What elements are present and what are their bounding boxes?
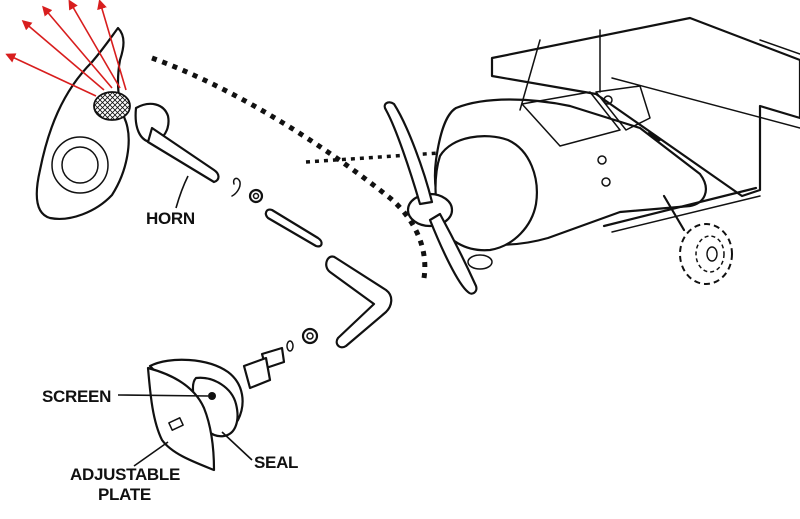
screen-leader-line: [117, 394, 209, 397]
wheel-axle: [706, 246, 718, 262]
propeller-blade-lower: [428, 212, 478, 295]
plate-label-line2: PLATE: [98, 485, 151, 504]
cabin-window-side: [595, 85, 651, 131]
plate-label-line1: ADJUSTABLE: [70, 465, 180, 484]
fuselage-rivet-2: [601, 177, 611, 187]
plate-slot: [168, 417, 184, 431]
tube-washer: [286, 340, 294, 352]
elbow-tube: [325, 255, 393, 349]
cabin-window-front: [521, 91, 621, 147]
sound-ray-4: [68, 0, 121, 89]
tube-fitting-2-bore: [306, 332, 314, 340]
seal-label: SEAL: [254, 453, 298, 472]
wheel-tire: [679, 223, 733, 285]
screen-callout: SCREEN: [42, 387, 209, 406]
airplane-illustration: [383, 16, 800, 295]
dotted-boundary-line: [151, 55, 428, 279]
sound-ray-2: [21, 20, 105, 91]
wing-trailing-edge: [611, 77, 800, 129]
pickup-plate-assembly: [146, 358, 244, 472]
wing-strut-lower: [611, 195, 761, 233]
sound-ray-3: [42, 5, 113, 89]
cowling-air-scoop: [467, 254, 493, 270]
horn-port-outer: [51, 136, 109, 194]
wing-tip-line: [759, 39, 800, 55]
sound-wave-arrows: [5, 0, 127, 97]
wheel-hub: [695, 235, 725, 273]
horn-mount-plate: [35, 26, 130, 220]
fuselage-rivet-3: [603, 95, 613, 105]
seal-callout: SEAL: [221, 431, 298, 472]
tube-clamp-1: [231, 177, 241, 197]
screen-label: SCREEN: [42, 387, 111, 406]
landing-gear-leg: [662, 194, 686, 232]
horn-callout: HORN: [146, 175, 195, 228]
horn-port-inner: [61, 146, 99, 184]
tube-fitting-2: [301, 327, 319, 345]
propeller-blade-upper: [383, 101, 434, 206]
tube-fitting-1: [248, 188, 264, 204]
reed-mesh: [93, 91, 131, 121]
plate-callout: ADJUSTABLE PLATE: [70, 441, 180, 504]
horn-tube: [146, 126, 220, 184]
tubing-assembly: [231, 177, 393, 390]
tube-fitting-1-bore: [252, 192, 260, 200]
horn-leader-line: [175, 175, 189, 209]
screen-dot: [208, 392, 216, 400]
horn-assembly: [35, 26, 220, 220]
sound-ray-5: [97, 0, 127, 91]
fuselage-rivet-1: [597, 155, 607, 165]
connector-nut: [242, 356, 272, 390]
sound-ray-1: [5, 53, 97, 97]
plate-leader-line: [133, 441, 169, 467]
windscreen-strut: [519, 39, 541, 111]
horn-label: HORN: [146, 209, 195, 228]
hose-segment-1: [264, 208, 323, 248]
landing-gear-wheel: [679, 223, 733, 285]
landing-gear-brace: [671, 205, 691, 209]
seal-leader-line: [221, 431, 253, 461]
